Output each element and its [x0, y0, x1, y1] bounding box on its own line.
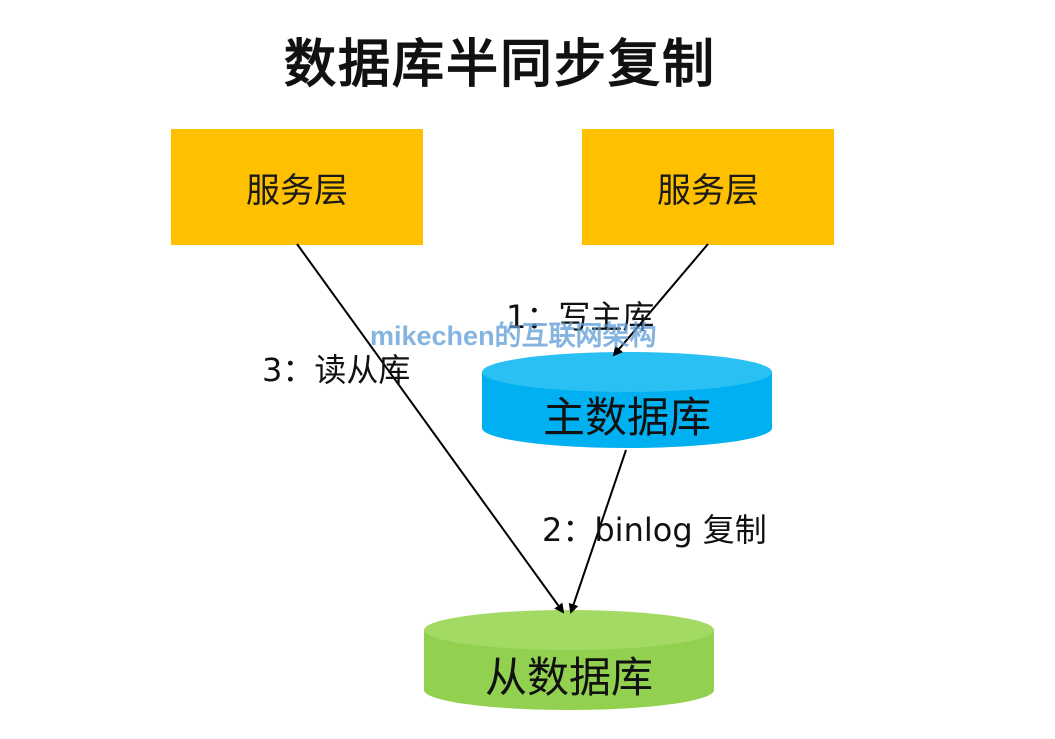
service-layer-left-box: 服务层 — [171, 129, 423, 245]
binlog-replication-label: 2：binlog 复制 — [542, 511, 767, 549]
read-arrow — [296, 243, 565, 614]
service-layer-right-box: 服务层 — [582, 129, 834, 245]
slave-database-label: 从数据库 — [484, 653, 653, 702]
service-layer-right-label: 服务层 — [657, 170, 759, 211]
slave-database-cylinder — [424, 610, 714, 710]
watermark-text: mikechen的互联网架构 — [370, 321, 657, 351]
write-arrow — [612, 243, 709, 357]
master-database-cylinder — [482, 352, 772, 448]
write-master-label: 1：写主库 — [506, 298, 655, 336]
service-layer-left-label: 服务层 — [246, 170, 348, 211]
master-database-label: 主数据库 — [542, 393, 711, 442]
read-slave-label: 3：读从库 — [262, 351, 411, 389]
page-title: 数据库半同步复制 — [283, 35, 716, 95]
binlog-arrow — [568, 449, 627, 614]
